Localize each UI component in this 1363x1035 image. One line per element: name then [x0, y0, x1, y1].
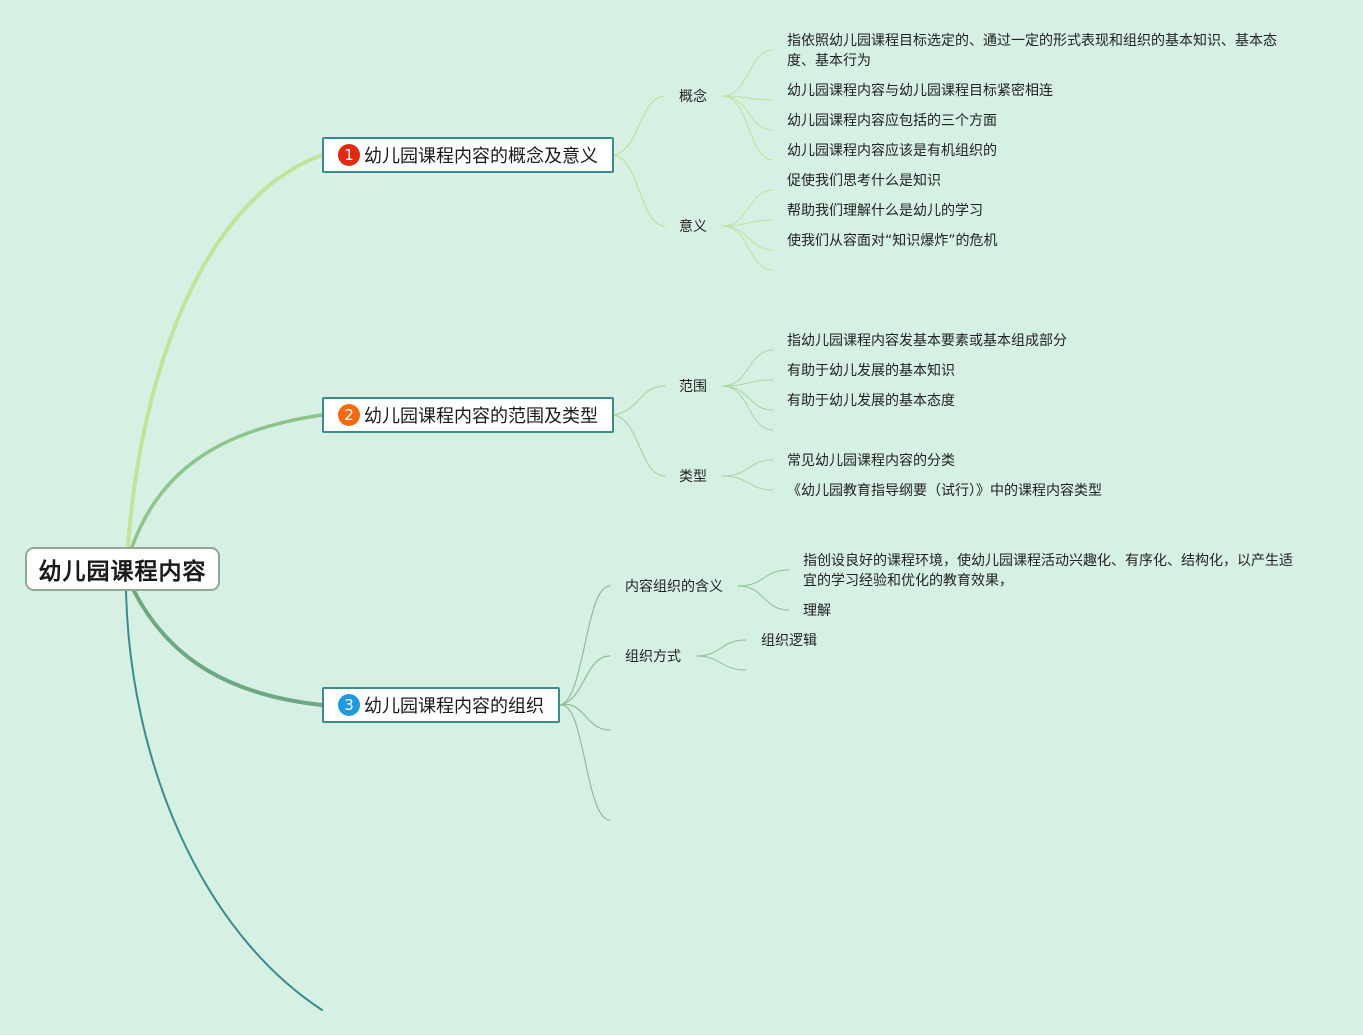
sub-line	[559, 655, 611, 706]
leaf-line	[695, 655, 747, 671]
topic-label: 幼儿园课程内容的组织	[364, 696, 544, 717]
leaf-basic-elements[interactable]: 指幼儿园课程内容发基本要素或基本组成部分	[787, 333, 1067, 349]
number-badge-1: 1	[338, 144, 360, 166]
leaf-think-knowledge[interactable]: 促使我们思考什么是知识	[787, 173, 941, 189]
subtopic-meaning[interactable]: 意义	[679, 219, 707, 235]
leaf-basic-knowledge[interactable]: 有助于幼儿发展的基本知识	[787, 363, 955, 379]
branch-line-2	[130, 413, 324, 549]
leaf-understanding[interactable]: 理解	[803, 603, 831, 619]
leaf-related-goals[interactable]: 幼儿园课程内容与幼儿园课程目标紧密相连	[787, 83, 1053, 99]
sub-line	[613, 95, 666, 156]
leaf-line	[737, 585, 790, 611]
leaf-definition[interactable]: 指依照幼儿园课程目标选定的、通过一定的形式表现和组织的基本知识、基本态度、基本行…	[787, 33, 1277, 69]
topic-node-concept-meaning[interactable]: 1 幼儿园课程内容的概念及意义	[322, 137, 614, 173]
leaf-line	[721, 379, 774, 387]
subtopic-organization-methods[interactable]: 组织方式	[625, 649, 681, 665]
root-label: 幼儿园课程内容	[38, 559, 207, 585]
sub-line	[559, 585, 611, 706]
leaf-common-classification[interactable]: 常见幼儿园课程内容的分类	[787, 453, 955, 469]
branch-line-3	[132, 589, 324, 707]
leaf-line	[721, 459, 774, 477]
leaf-line	[721, 225, 774, 271]
leaf-line	[737, 569, 790, 587]
number-badge-3: 3	[338, 694, 360, 716]
root-node[interactable]: 幼儿园课程内容	[25, 547, 220, 591]
leaf-line	[721, 49, 774, 97]
leaf-three-aspects[interactable]: 幼儿园课程内容应包括的三个方面	[787, 113, 997, 129]
leaf-organization-logic[interactable]: 组织逻辑	[761, 633, 817, 649]
leaf-line	[721, 95, 774, 161]
leaf-guideline-types[interactable]: 《幼儿园教育指导纲要（试行）》中的课程内容类型	[787, 483, 1102, 499]
subtopic-organization-meaning[interactable]: 内容组织的含义	[625, 579, 723, 595]
sub-line	[559, 704, 611, 821]
topic-node-organization[interactable]: 3 幼儿园课程内容的组织	[322, 687, 560, 723]
subtopic-types[interactable]: 类型	[679, 469, 707, 485]
leaf-line	[721, 95, 774, 101]
leaf-line	[721, 385, 774, 431]
leaf-line	[721, 189, 774, 227]
leaf-organic-organization[interactable]: 幼儿园课程内容应该是有机组织的	[787, 143, 997, 159]
topic-label: 幼儿园课程内容的概念及意义	[364, 146, 598, 167]
sub-line	[613, 385, 666, 416]
sub-line	[613, 154, 666, 227]
leaf-line	[721, 349, 774, 387]
leaf-line	[695, 639, 747, 657]
number-badge-2: 2	[338, 404, 360, 426]
branch-line-1	[126, 153, 324, 549]
topic-label: 幼儿园课程内容的范围及类型	[364, 406, 598, 427]
leaf-basic-attitude[interactable]: 有助于幼儿发展的基本态度	[787, 393, 955, 409]
branch-line-4	[125, 590, 323, 1011]
leaf-organization-definition[interactable]: 指创设良好的课程环境，使幼儿园课程活动兴趣化、有序化、结构化，以产生适宜的学习经…	[803, 553, 1293, 589]
leaf-line	[721, 475, 774, 491]
subtopic-scope[interactable]: 范围	[679, 379, 707, 395]
topic-node-scope-types[interactable]: 2 幼儿园课程内容的范围及类型	[322, 397, 614, 433]
subtopic-concept[interactable]: 概念	[679, 89, 707, 105]
sub-line	[559, 703, 611, 731]
leaf-knowledge-explosion[interactable]: 使我们从容面对“知识爆炸”的危机	[787, 233, 998, 249]
sub-line	[613, 414, 666, 477]
leaf-line	[721, 95, 774, 131]
leaf-line	[721, 219, 774, 227]
leaf-understand-learning[interactable]: 帮助我们理解什么是幼儿的学习	[787, 203, 983, 219]
